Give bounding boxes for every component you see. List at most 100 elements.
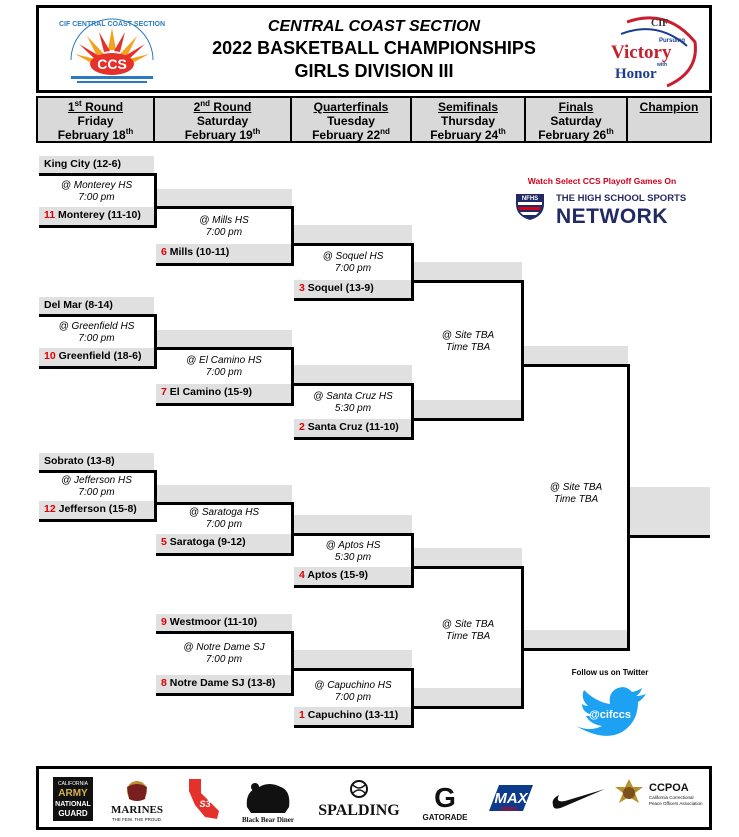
team-slot-soquel: 3 Soquel (13-9) — [294, 280, 412, 298]
bracket-line — [156, 347, 294, 350]
division-title: GIRLS DIVISION III — [294, 61, 454, 81]
ccs-logo-text: CCS — [97, 56, 127, 72]
svg-text:SPALDING: SPALDING — [318, 802, 400, 819]
svg-text:NFHS: NFHS — [522, 196, 538, 202]
twitter-bird-icon[interactable]: @cifccs — [570, 682, 650, 740]
marines-logo: MARINES THE FEW. THE PROUD. — [111, 781, 163, 822]
bracket-line — [154, 314, 157, 369]
cif-victory-honor-logo: CIF Pursuing Victory with Honor — [611, 16, 697, 88]
team-slot-westmoor: 9 Westmoor (11-10) — [156, 614, 292, 631]
semifinal-slot-3 — [414, 548, 522, 566]
bracket-line — [291, 347, 294, 406]
ccs-ring-text: CIF CENTRAL COAST SECTION — [59, 21, 165, 28]
bracket-line — [39, 519, 156, 522]
winner-slot-game-5 — [294, 365, 412, 383]
nfhs-subtitle: THE HIGH SCHOOL SPORTS — [556, 193, 687, 204]
bracket-line — [156, 693, 294, 696]
bracket-line — [291, 631, 294, 696]
bracket-line — [524, 364, 630, 367]
victory-text: Victory — [611, 42, 672, 63]
bracket-line — [294, 437, 414, 440]
twitter-caption: Follow us on Twitter — [571, 668, 649, 677]
round-header-quarterfinals: Quarterfinals Tuesday February 22nd — [292, 98, 412, 142]
bracket-line — [156, 206, 294, 209]
bracket-line — [414, 280, 524, 283]
bracket-line — [291, 206, 294, 266]
semifinal-slot-2 — [414, 400, 522, 418]
bracket-line — [39, 366, 156, 369]
nike-swoosh-icon — [552, 789, 605, 809]
bracket-line — [39, 225, 156, 228]
twitter-handle: @cifccs — [589, 709, 631, 721]
round-header-finals: Finals Saturday February 26th — [526, 98, 628, 142]
bracket-line — [411, 243, 414, 301]
champion-slot — [630, 487, 710, 535]
team-slot-sobrato: Sobrato (13-8) — [39, 453, 154, 470]
spalding-logo: SPALDING — [318, 780, 400, 819]
bracket-line — [521, 566, 524, 709]
svg-text:GUARD: GUARD — [58, 809, 88, 818]
black-bear-diner-logo: Black Bear Diner — [242, 783, 294, 824]
round-header-row: 1st Round Friday February 18th 2nd Round… — [36, 96, 712, 143]
svg-text:PREPS: PREPS — [501, 807, 519, 813]
bracket-line — [156, 403, 294, 406]
nfhs-network-promo[interactable]: Watch Select CCS Playoff Games On NFHS T… — [512, 176, 692, 236]
bracket-line — [414, 566, 524, 569]
team-slot-aptos: 4 Aptos (15-9) — [294, 567, 412, 585]
final-slot-2 — [524, 630, 628, 648]
team-slot-jefferson: 12 Jefferson (15-8) — [39, 501, 154, 519]
svg-text:CCPOA: CCPOA — [649, 782, 689, 794]
honor-text: Honor — [615, 66, 657, 82]
winner-slot-game-6 — [294, 515, 412, 533]
bracket-line — [39, 470, 156, 473]
sponsor-bar: CALIFORNIA ARMY NATIONAL GUARD MARINES T… — [36, 766, 712, 830]
bracket-line — [294, 668, 414, 671]
team-slot-del-mar: Del Mar (8-14) — [39, 297, 154, 314]
team-slot-greenfield: 10 Greenfield (18-6) — [39, 348, 154, 366]
team-slot-saratoga: 5 Saratoga (9-12) — [156, 534, 292, 553]
bracket-line — [154, 173, 157, 228]
round-header-semifinals: Semifinals Thursday February 24th — [412, 98, 526, 142]
winner-slot-game-3 — [156, 485, 292, 502]
nfhs-shield-icon: NFHS — [516, 194, 544, 220]
bracket-line — [154, 470, 157, 522]
bracket-line — [294, 298, 414, 301]
cif-text: CIF — [651, 18, 668, 29]
semifinal-slot-4 — [414, 688, 522, 706]
winner-slot-game-1 — [156, 189, 292, 206]
event-title: 2022 BASKETBALL CHAMPIONSHIPS — [212, 38, 536, 58]
nfhs-network-title: NETWORK — [556, 205, 668, 228]
round-header-2: 2nd Round Saturday February 19th — [155, 98, 292, 142]
svg-text:MAX: MAX — [494, 790, 528, 807]
bracket-line — [411, 383, 414, 440]
header-banner: CIF CENTRAL COAST SECTION CCS CENTRAL CO… — [36, 5, 712, 93]
semifinal-slot-1 — [414, 262, 522, 280]
team-slot-notre-dame: 8 Notre Dame SJ (13-8) — [156, 675, 292, 693]
bracket-line — [39, 173, 156, 176]
svg-text:G: G — [434, 782, 456, 813]
bracket-line — [291, 502, 294, 556]
round-header-champion: Champion — [628, 98, 710, 141]
final-slot-1 — [524, 346, 628, 364]
nfhs-caption: Watch Select CCS Playoff Games On — [527, 176, 677, 186]
section-title: CENTRAL COAST SECTION — [267, 18, 481, 35]
svg-text:California Correctional: California Correctional — [649, 795, 694, 800]
team-slot-king-city: King City (12-6) — [39, 156, 154, 173]
team-slot-monterey: 11 Monterey (11-10) — [39, 207, 154, 225]
svg-text:ARMY: ARMY — [58, 788, 88, 799]
team-slot-el-camino: 7 El Camino (15-9) — [156, 384, 292, 403]
winner-slot-game-2 — [156, 330, 292, 347]
bracket-line — [411, 533, 414, 588]
svg-text:THE FEW. THE PROUD.: THE FEW. THE PROUD. — [112, 817, 162, 822]
bracket-line — [294, 725, 414, 728]
bracket-line — [294, 383, 414, 386]
